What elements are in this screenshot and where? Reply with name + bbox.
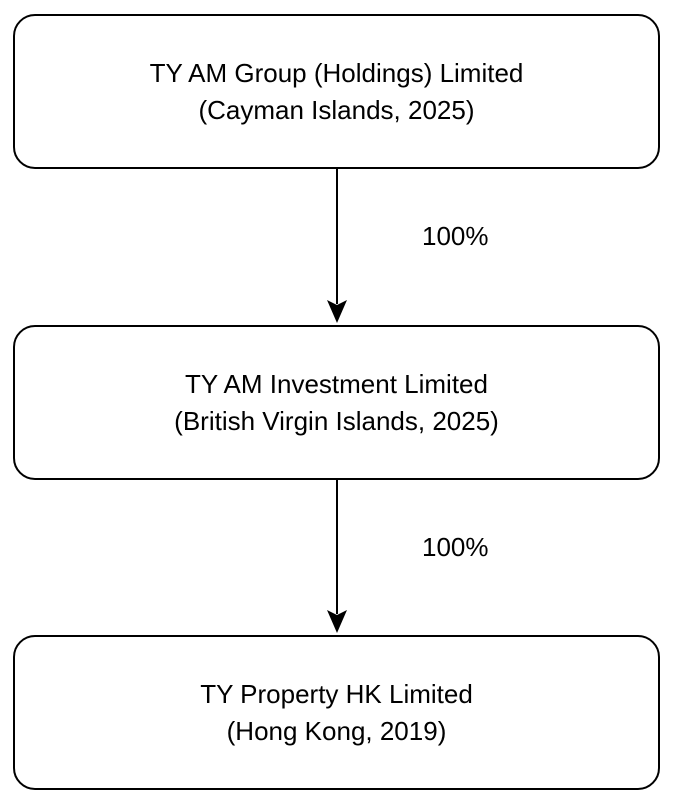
arrow-top-to-middle: [327, 169, 347, 323]
entity-box-holdings: TY AM Group (Holdings) Limited (Cayman I…: [13, 14, 660, 169]
ownership-percent-label: 100%: [422, 221, 489, 251]
entity-detail: (British Virgin Islands, 2025): [174, 405, 499, 436]
ownership-percent-label: 100%: [422, 532, 489, 562]
entity-name: TY Property HK Limited: [200, 678, 473, 709]
entity-box-investment: TY AM Investment Limited (British Virgin…: [13, 325, 660, 480]
arrowhead-icon: [327, 300, 347, 323]
entity-name: TY AM Investment Limited: [185, 368, 488, 399]
entity-box-property: TY Property HK Limited (Hong Kong, 2019): [13, 635, 660, 790]
entity-name: TY AM Group (Holdings) Limited: [149, 57, 524, 88]
entity-detail: (Hong Kong, 2019): [226, 715, 447, 746]
entity-detail: (Cayman Islands, 2025): [198, 94, 475, 125]
arrow-middle-to-bottom: [327, 480, 347, 633]
arrowhead-icon: [327, 610, 347, 633]
